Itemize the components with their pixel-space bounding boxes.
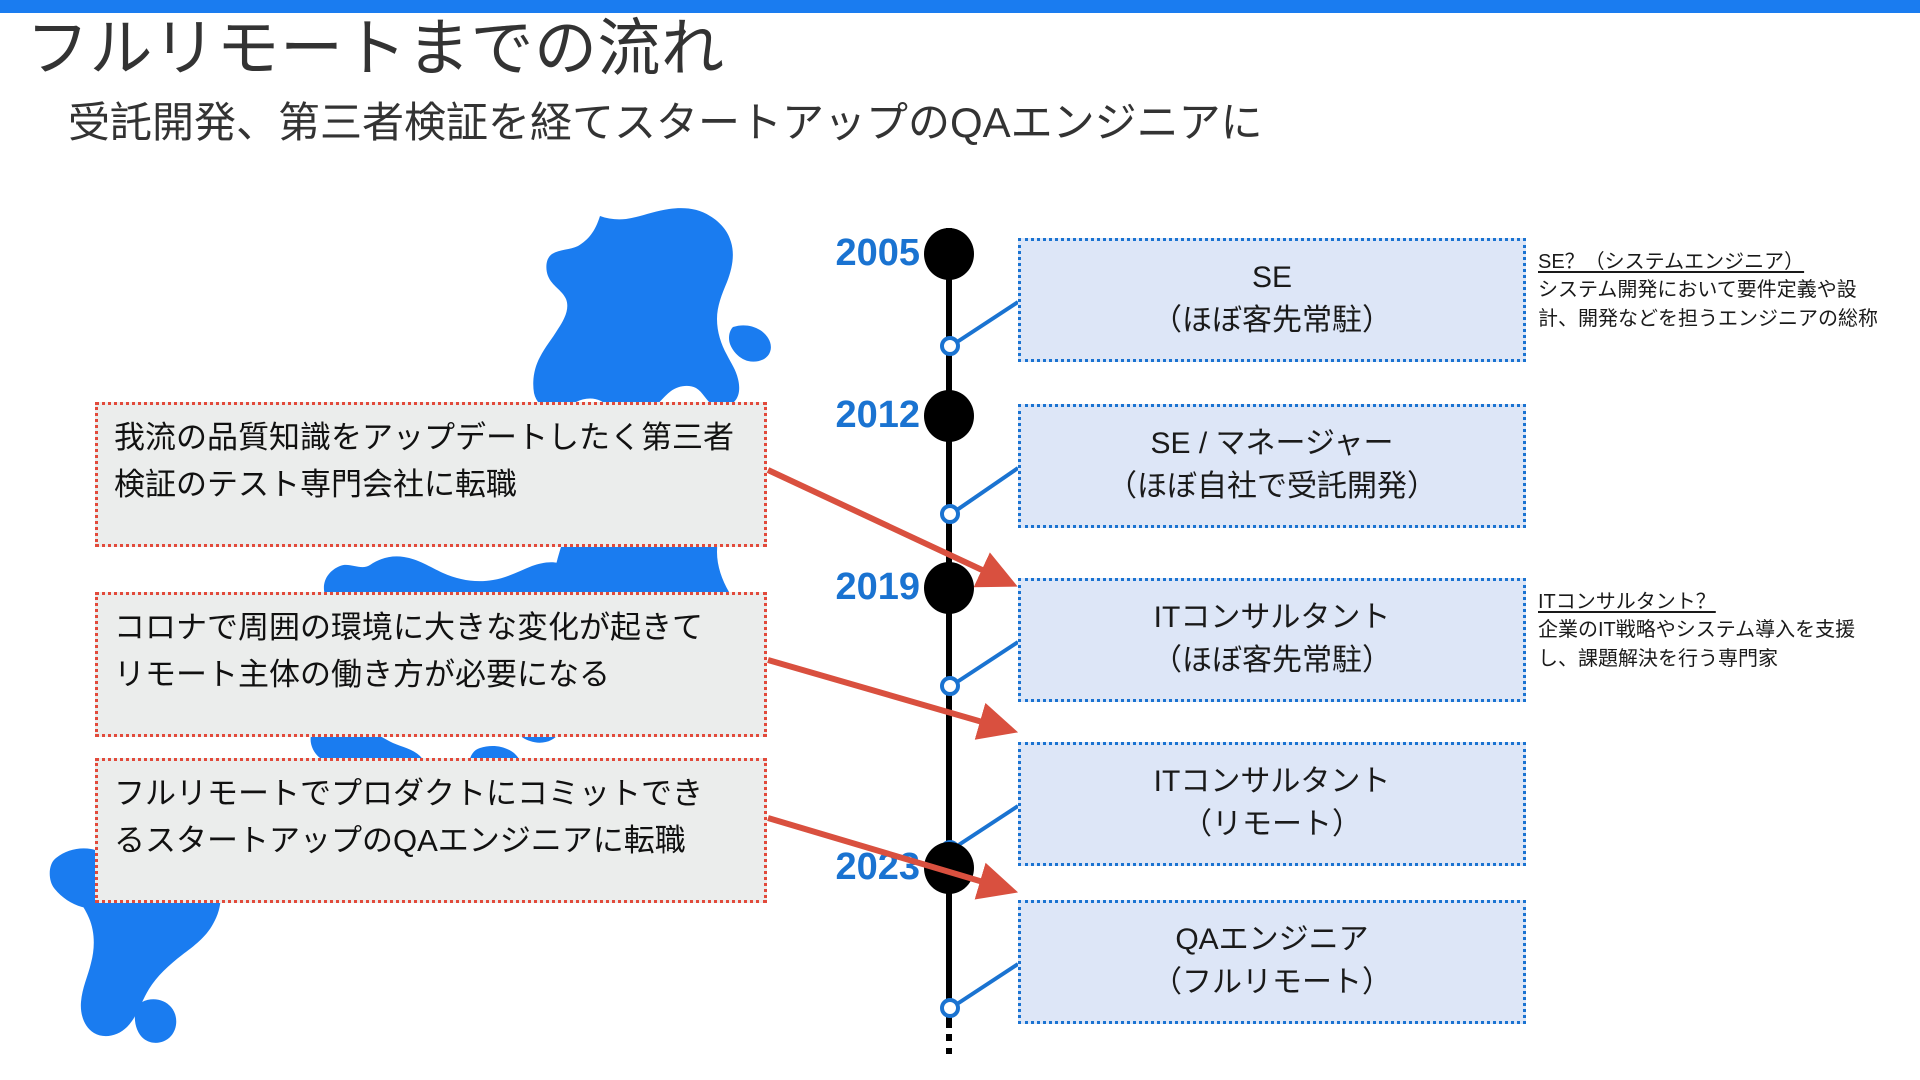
annotation-line-1: システム開発において要件定義や設: [1538, 279, 1857, 302]
callout-career-change-2[interactable]: コロナで周囲の環境に大きな変化が起きて リモート主体の働き方が必要になる: [95, 592, 767, 737]
role-line-2: （ほぼ客先常駐）: [1152, 304, 1392, 337]
callout-line-2: リモート主体の働き方が必要になる: [114, 656, 610, 692]
timeline-year-2019: 2019: [835, 566, 920, 608]
timeline-year-2005: 2005: [835, 232, 920, 274]
callout-line-1: 我流の品質知識をアップデートしたく第三者: [114, 420, 734, 455]
role-line-2: （ほぼ自社で受託開発）: [1107, 470, 1437, 503]
annotation-heading: SE？（システムエンジニア）: [1538, 251, 1805, 273]
annotation-line-1: 企業のIT戦略やシステム導入を支援: [1538, 619, 1856, 642]
role-line-1: ITコンサルタント: [1153, 601, 1391, 635]
role-box-it-consultant-onsite[interactable]: ITコンサルタント （ほぼ客先常駐）: [1018, 578, 1526, 702]
role-line-2: （リモート）: [1182, 808, 1362, 841]
role-line-1: SE: [1251, 261, 1293, 295]
timeline-dot-2012: [924, 390, 974, 442]
callout-career-change-3[interactable]: フルリモートでプロダクトにコミットでき るスタートアップのQAエンジニアに転職: [95, 758, 767, 903]
role-box-qa-engineer[interactable]: QAエンジニア （フルリモート）: [1018, 900, 1526, 1024]
annotation-heading: ITコンサルタント？: [1538, 591, 1716, 613]
callout-line-1: フルリモートでプロダクトにコミットでき: [114, 776, 703, 811]
role-line-2: （フルリモート）: [1152, 966, 1392, 999]
top-accent-bar: [0, 0, 1920, 13]
timeline-dot-2019: [924, 562, 974, 614]
role-box-se-manager[interactable]: SE / マネージャー （ほぼ自社で受託開発）: [1018, 404, 1526, 528]
timeline-axis-dashed-tail: [946, 1006, 952, 1054]
annotation-line-2: し、課題解決を行う専門家: [1538, 648, 1778, 671]
timeline-year-2012: 2012: [835, 394, 920, 436]
role-box-it-consultant-remote[interactable]: ITコンサルタント （リモート）: [1018, 742, 1526, 866]
role-line-2: （ほぼ客先常駐）: [1152, 644, 1392, 677]
role-line-1: QAエンジニア: [1175, 923, 1369, 957]
timeline-year-2023: 2023: [835, 846, 920, 888]
annotation-se: SE？（システムエンジニア） システム開発において要件定義や設 計、開発などを担…: [1538, 248, 1920, 334]
callout-career-change-1[interactable]: 我流の品質知識をアップデートしたく第三者 検証のテスト専門会社に転職: [95, 402, 767, 547]
annotation-line-2: 計、開発などを担うエンジニアの総称: [1538, 308, 1878, 331]
slide-title: フルリモートまでの流れ: [26, 14, 725, 84]
role-line-1: ITコンサルタント: [1153, 765, 1391, 799]
role-box-se[interactable]: SE （ほぼ客先常駐）: [1018, 238, 1526, 362]
role-line-1: SE / マネージャー: [1150, 427, 1394, 461]
callout-line-2: るスタートアップのQAエンジニアに転職: [114, 822, 686, 858]
slide-subtitle: 受託開発、第三者検証を経てスタートアップのQAエンジニアに: [68, 99, 1263, 146]
timeline-dot-2023: [924, 842, 974, 894]
callout-line-2: 検証のテスト専門会社に転職: [114, 466, 517, 502]
timeline-axis: [946, 228, 952, 1028]
callout-line-1: コロナで周囲の環境に大きな変化が起きて: [114, 610, 703, 645]
annotation-it-consultant: ITコンサルタント？ 企業のIT戦略やシステム導入を支援 し、課題解決を行う専門…: [1538, 588, 1920, 674]
timeline-dot-2005: [924, 228, 974, 280]
